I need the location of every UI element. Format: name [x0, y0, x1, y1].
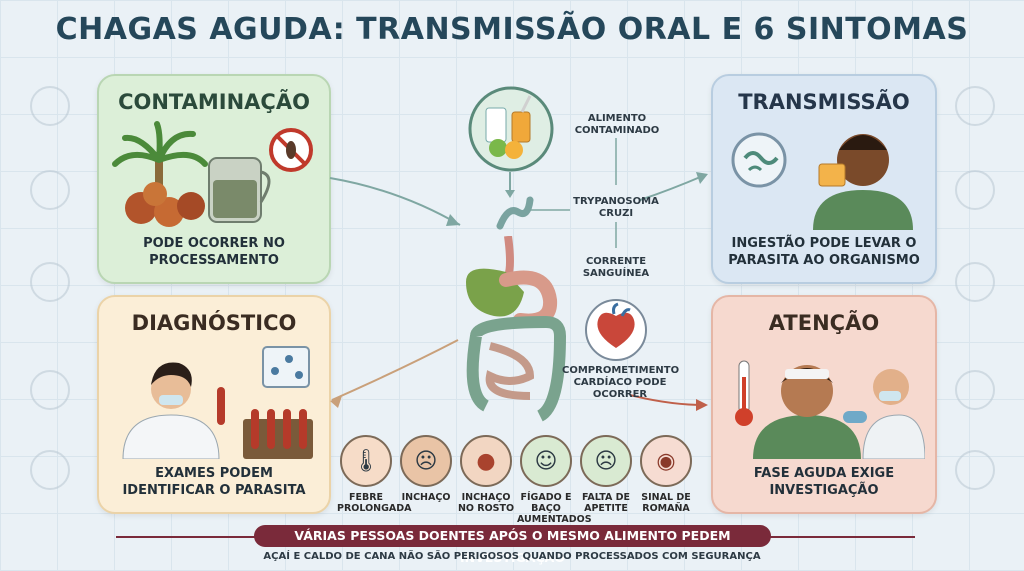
heart-icon [585, 299, 647, 361]
lab-scientist-illustration [122, 346, 313, 459]
symptom-item: 🌡 FEBRE PROLONGADA [337, 435, 412, 515]
symptom-item: ◉ SINAL DE ROMAÑA [637, 435, 695, 515]
heart-pulse-icon [955, 370, 995, 410]
eye-icon: ◉ [640, 435, 692, 487]
card-atencao: ATENÇÃO FASE AGUDA EXIGE INVESTIGAÇÃO [711, 295, 937, 514]
person-drinking-illustration [731, 132, 913, 230]
flask-icon [30, 370, 70, 410]
symptom-label: FÍGADO E BAÇO AUMENTADOS [517, 492, 592, 525]
insect-icon [30, 170, 70, 210]
card-heading: ATENÇÃO [768, 311, 880, 335]
card-heading: CONTAMINAÇÃO [118, 90, 310, 114]
cell-icon [955, 262, 995, 302]
symptom-label: INCHAÇO [401, 492, 451, 503]
drops-icon [30, 262, 70, 302]
thermometer-icon: 🌡 [340, 435, 392, 487]
person-nausea-icon: ☹ [580, 435, 632, 487]
card-heading: DIAGNÓSTICO [131, 311, 297, 335]
card-text: EXAMES PODEM IDENTIFICAR O PARASITA [122, 465, 306, 499]
symptom-label: SINAL DE ROMAÑA [641, 492, 691, 514]
flow-label-cardiaco: COMPROMETIMENTO CARDÍACO PODE OCORRER [562, 365, 680, 400]
symptom-item: ● INCHAÇO NO ROSTO [457, 435, 515, 515]
symptoms-row: 🌡 FEBRE PROLONGADA ☹ INCHAÇO ● INCHAÇO N… [337, 435, 702, 525]
fruit-icon [30, 86, 70, 126]
card-diagnostico: DIAGNÓSTICO EXAMES PODEM IDENTIFICAR O P… [97, 295, 331, 514]
banner-line-right [769, 536, 915, 538]
flow-label-trypanosoma: TRYPANOSOMA CRUZI [573, 196, 659, 219]
symptom-item: ☺ FÍGADO E BAÇO AUMENTADOS [517, 435, 592, 526]
person-icon: ☺ [520, 435, 572, 487]
cells-icon [955, 86, 995, 126]
flow-label-corrente: CORRENTE SANGUÍNEA [582, 256, 650, 279]
liver-icon: ● [460, 435, 512, 487]
symptom-label: FALTA DE APETITE [581, 492, 630, 514]
symptom-label: INCHAÇO NO ROSTO [457, 492, 515, 514]
patient-doctor-illustration [735, 360, 925, 459]
contaminated-food-illustration [468, 86, 554, 172]
card-text: INGESTÃO PODE LEVAR O PARASITA AO ORGANI… [728, 235, 920, 269]
body-icon [955, 450, 995, 490]
footnote: AÇAÍ E CALDO DE CANA NÃO SÃO PERIGOSOS Q… [263, 551, 761, 562]
symptom-item: ☹ FALTA DE APETITE [577, 435, 635, 515]
symptom-item: ☹ INCHAÇO [397, 435, 455, 504]
blood-cells-icon [955, 170, 995, 210]
page-title: CHAGAS AGUDA: TRANSMISSÃO ORAL E 6 SINTO… [55, 12, 969, 47]
digestive-system-icon [466, 236, 566, 422]
card-heading: TRANSMISSÃO [738, 90, 910, 114]
symptom-label: FEBRE PROLONGADA [337, 492, 412, 514]
parasite-icon [496, 196, 534, 230]
face-swelling-icon: ☹ [400, 435, 452, 487]
person-outline-icon [30, 450, 70, 490]
card-transmissao: TRANSMISSÃO INGESTÃO PODE LEVAR O PARASI… [711, 74, 937, 284]
banner-line-left [116, 536, 256, 538]
flow-label-alimento: ALIMENTO CONTAMINADO [574, 113, 660, 136]
palm-fruit-illustration [112, 121, 313, 227]
warning-banner: VÁRIAS PESSOAS DOENTES APÓS O MESMO ALIM… [254, 525, 771, 565]
card-text: PODE OCORRER NO PROCESSAMENTO [143, 235, 285, 269]
card-text: FASE AGUDA EXIGE INVESTIGAÇÃO [753, 465, 895, 499]
